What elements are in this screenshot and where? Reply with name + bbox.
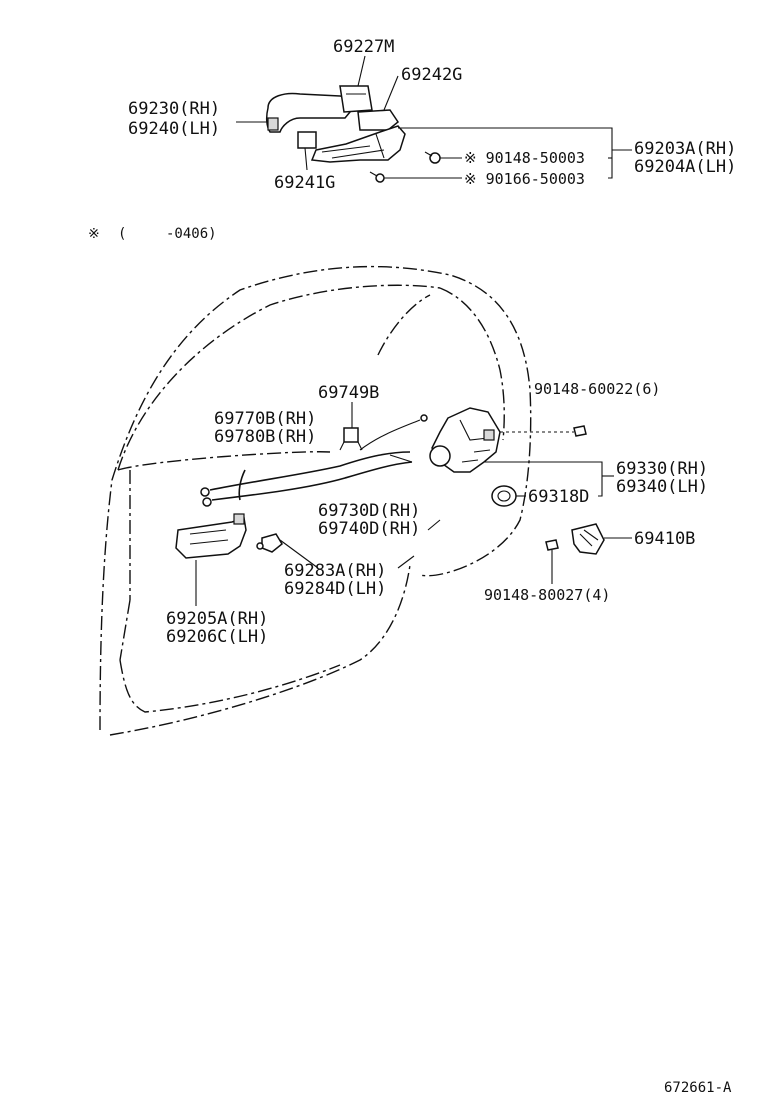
note-open-paren: ( bbox=[118, 226, 126, 242]
inside-handle-cover bbox=[261, 533, 283, 553]
handle-end-cap bbox=[267, 117, 279, 131]
note-symbol: ※ bbox=[88, 226, 100, 242]
label-69203a: 69203A(RH) bbox=[634, 139, 736, 159]
door-lock-assembly bbox=[429, 407, 614, 507]
door-outline bbox=[99, 265, 532, 736]
bolt-icon bbox=[573, 425, 587, 437]
label-69410b: 69410B bbox=[634, 529, 695, 549]
screw-icon bbox=[429, 152, 441, 164]
label-69230: 69230(RH) bbox=[128, 99, 220, 119]
label-69241g: 69241G bbox=[274, 173, 335, 193]
label-69227m: 69227M bbox=[333, 37, 394, 57]
label-69740d: 69740D(RH) bbox=[318, 519, 420, 539]
label-90166-50003: ※ 90166-50003 bbox=[464, 170, 585, 188]
label-90148-80027: 90148-80027(4) bbox=[484, 586, 610, 604]
label-69284d: 69284D(LH) bbox=[284, 579, 386, 599]
cable-end-icon bbox=[200, 487, 210, 497]
handle-frame bbox=[310, 125, 406, 163]
label-69770b: 69770B(RH) bbox=[214, 409, 316, 429]
inside-handle-assembly bbox=[175, 513, 441, 606]
label-69340: 69340(LH) bbox=[616, 477, 708, 497]
outside-handle bbox=[265, 92, 353, 133]
grommet bbox=[491, 485, 517, 507]
screw-icon bbox=[375, 173, 385, 183]
note-range: -0406) bbox=[166, 226, 217, 242]
label-69204a: 69204A(LH) bbox=[634, 157, 736, 177]
handle-pad bbox=[339, 85, 373, 113]
label-69205a: 69205A(RH) bbox=[166, 609, 268, 629]
label-69330: 69330(RH) bbox=[616, 459, 708, 479]
outside-handle-assembly bbox=[265, 85, 441, 183]
footer-code: 672661-A bbox=[664, 1080, 732, 1096]
label-69730d: 69730D(RH) bbox=[318, 501, 420, 521]
part-labels: 69227M 69242G 69230(RH) 69240(LH) 69241G… bbox=[88, 37, 736, 1096]
label-69318d: 69318D bbox=[528, 487, 589, 507]
handle-gasket bbox=[357, 109, 400, 131]
label-90148-50003: ※ 90148-50003 bbox=[464, 149, 585, 167]
label-90148-60022: 90148-60022(6) bbox=[534, 380, 660, 398]
label-69240: 69240(LH) bbox=[128, 119, 220, 139]
label-69206c: 69206C(LH) bbox=[166, 627, 268, 647]
striker bbox=[571, 523, 605, 555]
screw-icon bbox=[545, 539, 559, 551]
label-69749b: 69749B bbox=[318, 383, 379, 403]
label-69242g: 69242G bbox=[401, 65, 462, 85]
leader-lines-top bbox=[236, 55, 632, 179]
label-69780b: 69780B(RH) bbox=[214, 427, 316, 447]
cable-assembly bbox=[200, 414, 428, 507]
label-69283a: 69283A(RH) bbox=[284, 561, 386, 581]
cable-end-icon bbox=[202, 497, 212, 507]
clip-part bbox=[339, 402, 363, 451]
small-gasket bbox=[297, 131, 317, 149]
striker-assembly bbox=[545, 523, 632, 584]
